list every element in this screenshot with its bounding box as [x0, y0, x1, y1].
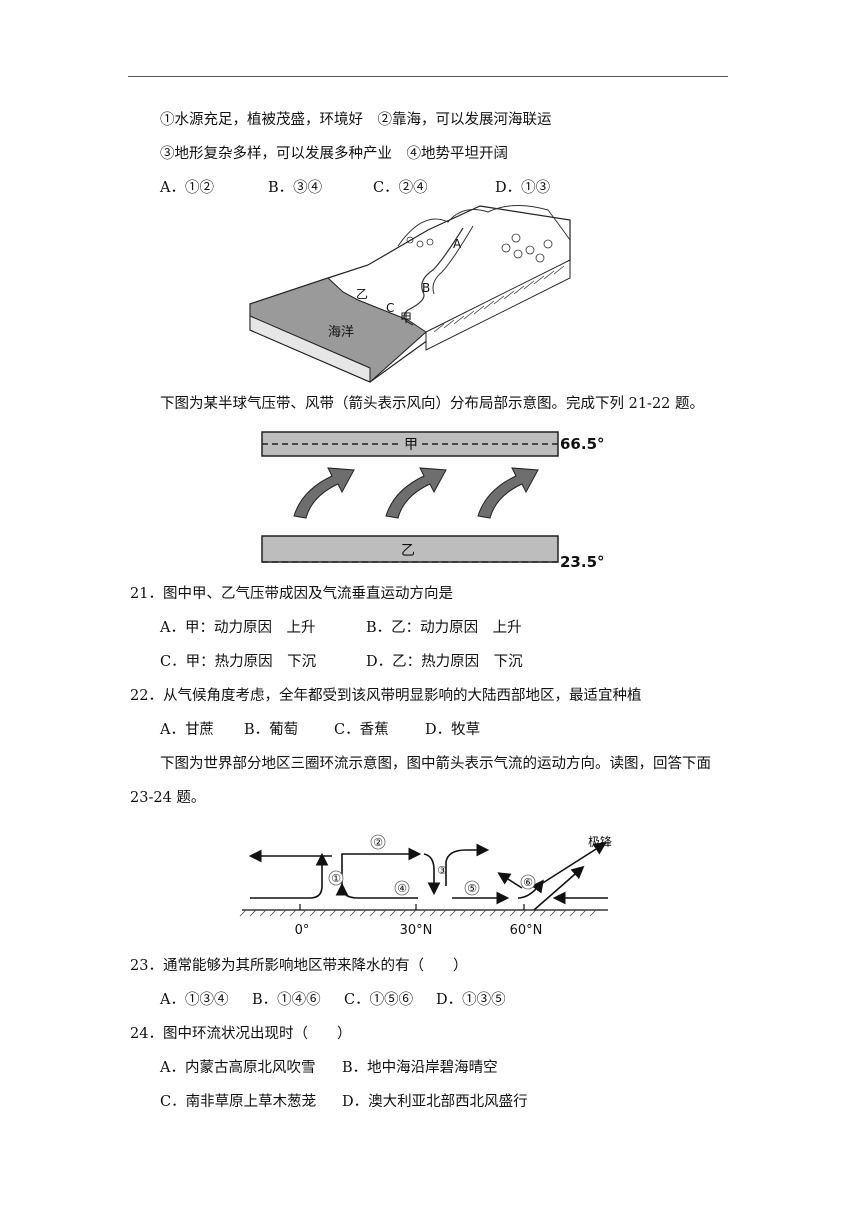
- lat-0: 0°: [295, 923, 310, 938]
- intro-21-22: 下图为某半球气压带、风带（箭头表示风向）分布局部示意图。完成下列 21-22 题…: [160, 396, 705, 412]
- statements-line-1: ①水源充足，植被茂盛，环境好 ②靠海，可以发展河海联运: [160, 112, 552, 128]
- circ-label-6: ⑥: [523, 876, 533, 889]
- label-yi: 乙: [356, 287, 368, 301]
- circ-label-5: ⑤: [467, 882, 477, 895]
- q22-option-d: D．牧草: [425, 722, 481, 738]
- prev-option-b: B．③④: [268, 180, 323, 196]
- q21-option-a: A．甲：动力原因 上升: [160, 620, 316, 636]
- q23-stem: 23．通常能够为其所影响地区带来降水的有（ ）: [130, 958, 468, 974]
- wind-arrow-1-icon: [293, 467, 355, 519]
- belt-label-jia: 甲: [404, 437, 418, 453]
- q24-option-c: C．南非草原上草木葱茏: [160, 1094, 317, 1110]
- q23-option-c: C．①⑤⑥: [344, 992, 414, 1008]
- label-b: B: [422, 281, 430, 295]
- header-rule: [128, 76, 728, 77]
- circ-label-4: ④: [397, 882, 407, 895]
- latitude-23-5: 23.5°: [560, 553, 605, 571]
- q22-stem: 22．从气候角度考虑，全年都受到该风带明显影响的大陆西部地区，最适宜种植: [130, 688, 642, 704]
- wind-arrows: [293, 467, 539, 519]
- lat-30n: 30°N: [400, 923, 433, 938]
- circ-label-2: ②: [373, 836, 383, 849]
- q22-option-c: C．香蕉: [334, 722, 389, 738]
- q21-option-c: C．甲：热力原因 下沉: [160, 654, 317, 670]
- q21-option-d: D．乙：热力原因 下沉: [366, 654, 523, 670]
- label-c: C: [386, 301, 394, 315]
- belt-label-yi: 乙: [401, 543, 415, 559]
- q23-option-d: D．①③⑤: [436, 992, 506, 1008]
- prev-option-d: D．①③: [495, 180, 551, 196]
- q21-option-b: B．乙：动力原因 上升: [366, 620, 522, 636]
- q24-option-b: B．地中海沿岸碧海晴空: [342, 1060, 498, 1076]
- lat-60n: 60°N: [510, 923, 543, 938]
- prev-option-c: C．②④: [373, 180, 428, 196]
- wind-arrow-2-icon: [385, 467, 447, 519]
- intro-23-24-line-1: 下图为世界部分地区三圈环流示意图，图中箭头表示气流的运动方向。读图，回答下面: [160, 756, 711, 772]
- q23-option-b: B．①④⑥: [252, 992, 321, 1008]
- q22-option-a: A．甘蔗: [160, 722, 214, 738]
- q23-option-a: A．①③④: [160, 992, 229, 1008]
- circ-label-1: ①: [331, 872, 341, 885]
- label-a: A: [453, 237, 462, 251]
- label-jia: 甲: [400, 311, 412, 325]
- latitude-66-5: 66.5°: [560, 435, 605, 453]
- label-ocean: 海洋: [328, 325, 354, 340]
- wind-arrow-3-icon: [477, 467, 539, 519]
- terrain-block-diagram: A B C 乙 甲 海洋: [249, 205, 571, 383]
- three-cell-circulation-diagram: ① ② ③ ④ ⑤ ⑥ 极锋 0° 30°N 60°N: [239, 834, 612, 938]
- polar-front-label: 极锋: [588, 835, 612, 849]
- statements-line-2: ③地形复杂多样，可以发展多种产业 ④地势平坦开阔: [160, 146, 508, 162]
- q24-stem: 24．图中环流状况出现时（ ）: [130, 1026, 352, 1042]
- pressure-belt-diagram: 甲 66.5° 乙 23.5°: [261, 431, 605, 571]
- q21-stem: 21．图中甲、乙气压带成因及气流垂直运动方向是: [130, 586, 453, 602]
- q24-option-d: D．澳大利亚北部西北风盛行: [342, 1094, 528, 1110]
- prev-option-a: A．①②: [160, 180, 214, 196]
- q22-option-b: B．葡萄: [244, 722, 299, 738]
- intro-23-24-line-2: 23-24 题。: [130, 790, 206, 806]
- circ-label-3: ③: [437, 864, 447, 877]
- q24-option-a: A．内蒙古高原北风吹雪: [160, 1060, 316, 1076]
